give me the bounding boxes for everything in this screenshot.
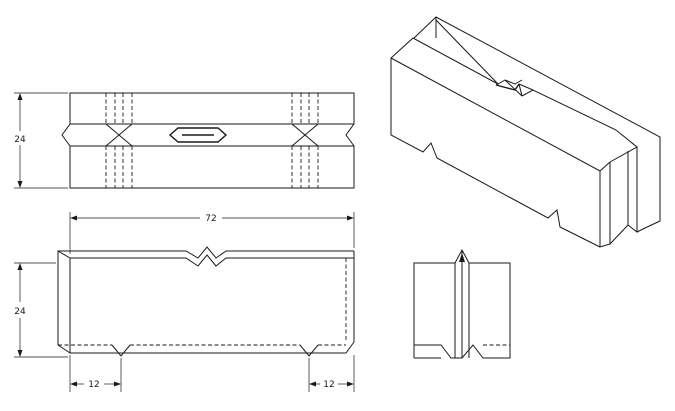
isometric-view: [390, 16, 661, 248]
top-view-height-dimension: 24: [14, 92, 68, 189]
side-view: [413, 248, 511, 359]
front-view-right-offset-label: 12: [323, 380, 334, 390]
front-view-height-dimension: 24: [14, 262, 68, 358]
front-view: [57, 246, 355, 357]
top-view: [61, 92, 355, 189]
front-view-left-offset-label: 12: [88, 380, 99, 390]
front-view-length-dimension: 72: [69, 212, 355, 254]
front-view-right-offset-dimension: 12: [308, 355, 355, 392]
front-view-length-label: 72: [205, 214, 216, 224]
front-view-height-label: 24: [14, 307, 26, 317]
front-view-left-offset-dimension: 12: [69, 355, 122, 392]
top-view-height-label: 24: [14, 135, 26, 145]
